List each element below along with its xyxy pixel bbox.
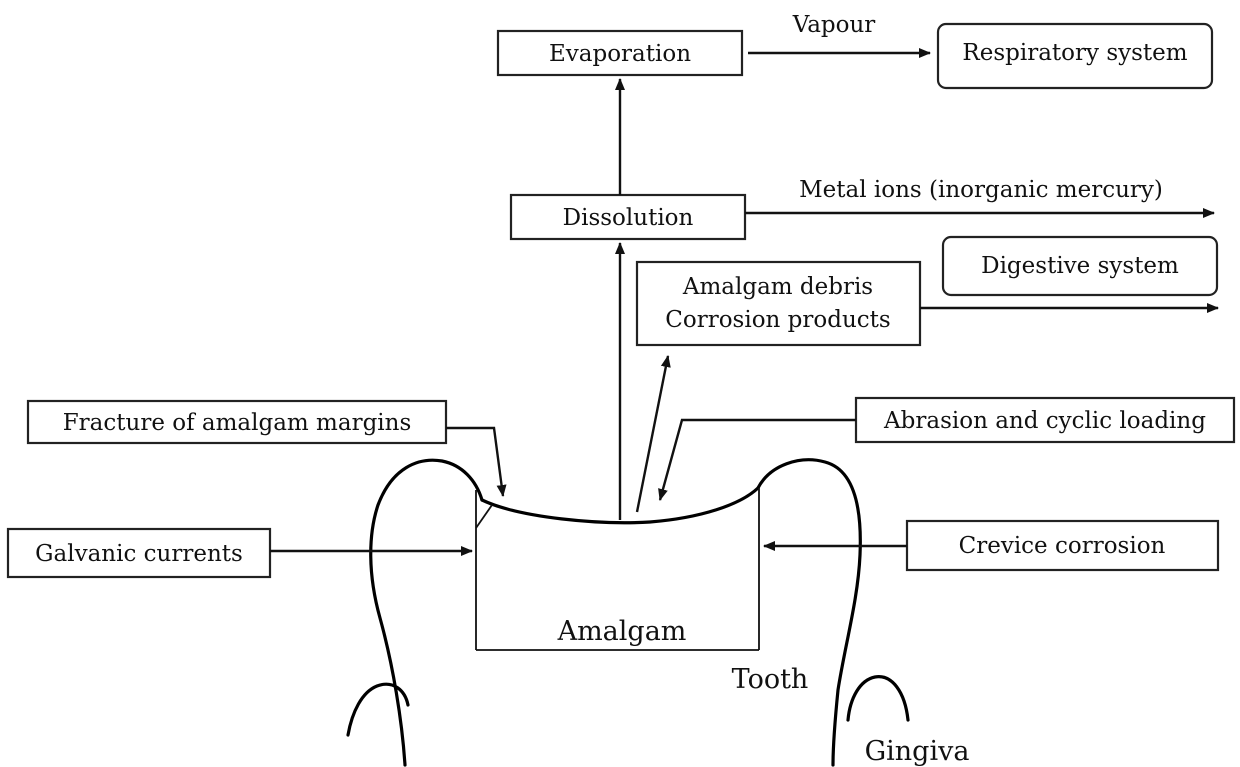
abrasion-label: Abrasion and cyclic loading xyxy=(883,408,1206,434)
tooth-label: Tooth xyxy=(732,664,809,695)
amalgam-margin-fracture xyxy=(476,505,492,528)
gingiva-right-outline xyxy=(848,677,908,720)
amalgam-debris-label: Amalgam debris xyxy=(682,274,873,300)
dissolution-box: Dissolution xyxy=(511,195,745,239)
abrasion-box: Abrasion and cyclic loading xyxy=(856,398,1234,442)
amalgam-label: Amalgam xyxy=(557,616,687,647)
vapour-label: Vapour xyxy=(792,12,876,38)
dissolution-label: Dissolution xyxy=(563,205,694,231)
fracture-box: Fracture of amalgam margins xyxy=(28,401,446,443)
tooth-drawing xyxy=(348,460,908,765)
crevice-label: Crevice corrosion xyxy=(959,533,1166,559)
corrosion-products-label: Corrosion products xyxy=(665,307,890,333)
respiratory-system-box: Respiratory system xyxy=(938,24,1212,88)
galvanic-label: Galvanic currents xyxy=(35,541,243,567)
digestive-system-label: Digestive system xyxy=(981,253,1179,279)
tooth-left-outline xyxy=(371,460,482,765)
galvanic-box: Galvanic currents xyxy=(8,529,270,577)
respiratory-system-label: Respiratory system xyxy=(962,40,1187,66)
tooth-right-outline xyxy=(758,460,860,765)
amalgam-debris-box: Amalgam debris Corrosion products xyxy=(637,262,920,345)
evaporation-label: Evaporation xyxy=(549,41,691,67)
crevice-box: Crevice corrosion xyxy=(907,521,1218,570)
metal-ions-label: Metal ions (inorganic mercury) xyxy=(799,177,1163,203)
digestive-system-box: Digestive system xyxy=(943,237,1217,295)
fracture-label: Fracture of amalgam margins xyxy=(63,410,412,436)
evaporation-box: Evaporation xyxy=(498,31,742,75)
gingiva-label: Gingiva xyxy=(865,736,970,767)
